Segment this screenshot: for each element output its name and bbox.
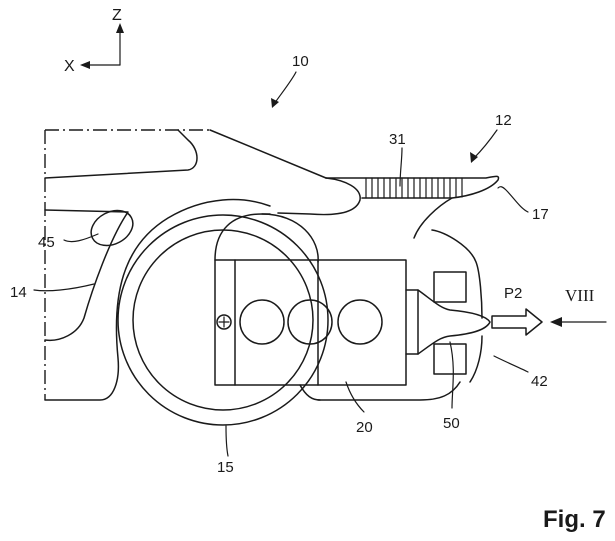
ref-31: 31 (389, 131, 406, 148)
leader-15 (225, 425, 229, 457)
leader-45 (63, 233, 99, 243)
ref-p2: P2 (504, 285, 522, 302)
leader-14 (33, 283, 95, 292)
leader-31 (399, 147, 403, 187)
nose-housing-top (431, 229, 483, 319)
ref-14: 14 (10, 284, 27, 301)
ref-10: 10 (292, 53, 309, 70)
view-arrow-viii-icon (550, 317, 562, 327)
ref-17: 17 (532, 206, 549, 223)
wheel-inner (132, 229, 314, 411)
ref-12: 12 (495, 112, 512, 129)
leader-10 (273, 71, 297, 105)
direction-arrow-p2-icon (491, 308, 543, 336)
ref-15: 15 (217, 459, 234, 476)
upper-slot-edge (44, 129, 198, 179)
figure-label: Fig. 7 (543, 506, 606, 533)
lower-guide-block (433, 343, 467, 375)
leader-50 (449, 341, 454, 409)
arm-edge (413, 197, 453, 239)
inner-cutout (44, 209, 129, 342)
wheel-15 (117, 214, 329, 426)
notch-edge (277, 177, 361, 216)
nose-50 (405, 271, 491, 375)
ball-2 (287, 299, 333, 345)
ref-viii: VIII (565, 286, 595, 305)
carriage-20 (214, 213, 407, 386)
leader-20 (345, 381, 365, 413)
upper-guide-block (433, 271, 467, 303)
bottom-edge (317, 381, 461, 401)
z-axis-label: Z (112, 7, 122, 24)
z-arrow-icon (116, 23, 124, 33)
housing-14 (44, 129, 461, 401)
wheel-outer (117, 214, 329, 426)
x-arrow-icon (80, 61, 90, 69)
x-axis-label: X (64, 58, 75, 75)
rail-outline (325, 175, 500, 199)
oval-45 (90, 209, 134, 247)
rail-31 (325, 175, 500, 383)
leader-10-arrowhead-icon (271, 98, 279, 108)
axis-indicator: Z X (64, 7, 124, 75)
leader-12-arrowhead-icon (470, 152, 478, 163)
rail-teeth (365, 177, 463, 199)
ball-3 (337, 299, 383, 345)
ball-1 (239, 299, 285, 345)
leader-42 (493, 355, 529, 373)
ref-50: 50 (443, 415, 460, 432)
pivot-icon (216, 314, 232, 330)
block-rect (214, 259, 407, 386)
carriage-right-curve (261, 213, 319, 263)
ref-45: 45 (38, 234, 55, 251)
ref-42: 42 (531, 373, 548, 390)
carriage-top-curve (214, 213, 271, 261)
leader-12 (473, 129, 498, 159)
ref-20: 20 (356, 419, 373, 436)
leader-17 (497, 186, 529, 213)
lower-contour (44, 198, 271, 401)
nose-outline (405, 289, 491, 355)
slanted-edge (209, 129, 327, 179)
nose-housing-bottom (469, 335, 483, 383)
bottom-round (299, 384, 321, 401)
